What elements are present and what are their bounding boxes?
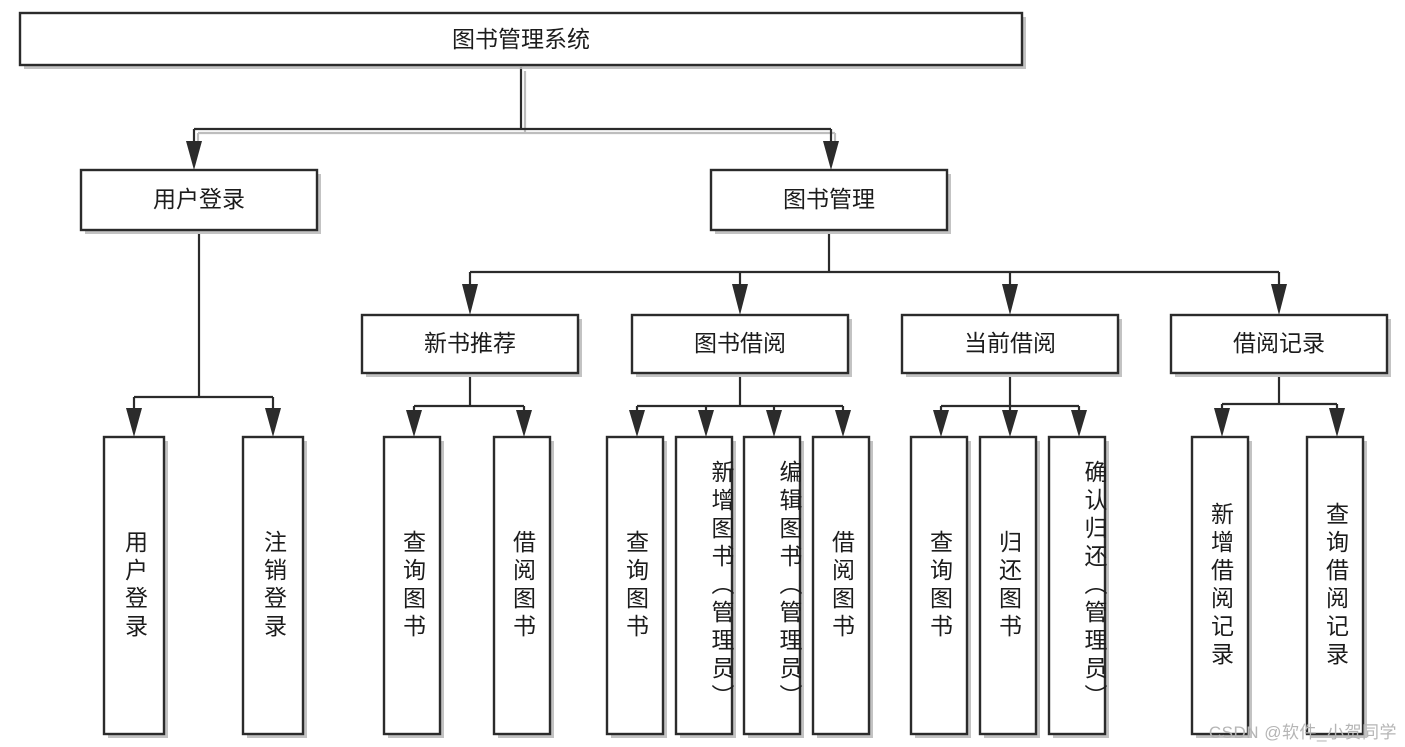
node-leaf-logout[interactable] xyxy=(241,435,307,738)
connector-borrowrecord-to-leaves xyxy=(1214,377,1345,437)
node-leaf-query-book-3[interactable] xyxy=(909,435,971,738)
node-book-borrow-label: 图书借阅 xyxy=(694,330,786,356)
csdn-watermark: CSDN @软件_小贺同学 xyxy=(1208,723,1397,742)
node-new-book-recommend-label: 新书推荐 xyxy=(424,330,516,356)
node-current-borrow-label: 当前借阅 xyxy=(964,330,1056,356)
node-book-borrow[interactable]: 图书借阅 xyxy=(630,313,852,377)
node-leaf-return-book[interactable] xyxy=(978,435,1040,738)
connector-currentborrow-to-leaves xyxy=(933,377,1087,437)
node-book-management-label: 图书管理 xyxy=(783,186,875,212)
node-layer: 图书管理系统 用户登录 图书管理 新书推荐 xyxy=(18,11,1391,738)
connector-root-to-level1 xyxy=(186,67,839,170)
node-borrow-record[interactable]: 借阅记录 xyxy=(1169,313,1391,377)
node-leaf-add-book[interactable] xyxy=(674,435,736,738)
node-leaf-query-book-2[interactable] xyxy=(605,435,667,738)
node-leaf-borrow-book-2[interactable] xyxy=(811,435,873,738)
connector-layer xyxy=(126,67,1345,437)
node-user-login-label: 用户登录 xyxy=(153,186,245,212)
connector-userlogin-to-leaves xyxy=(126,234,281,437)
node-root-label: 图书管理系统 xyxy=(452,26,590,52)
node-leaf-user-login[interactable] xyxy=(102,435,168,738)
connector-bookborrow-to-leaves xyxy=(629,377,851,437)
node-leaf-add-record[interactable] xyxy=(1190,435,1252,738)
connector-newbook-to-leaves xyxy=(406,377,532,437)
node-user-login[interactable]: 用户登录 xyxy=(79,168,321,234)
node-book-management[interactable]: 图书管理 xyxy=(709,168,951,234)
connector-bookmgmt-to-level2 xyxy=(462,234,1287,315)
node-leaf-confirm-return[interactable] xyxy=(1047,435,1109,738)
node-borrow-record-label: 借阅记录 xyxy=(1233,330,1325,356)
node-leaf-query-book-1[interactable] xyxy=(382,435,444,738)
node-current-borrow[interactable]: 当前借阅 xyxy=(900,313,1122,377)
node-new-book-recommend[interactable]: 新书推荐 xyxy=(360,313,582,377)
node-leaf-query-record[interactable] xyxy=(1305,435,1367,738)
node-leaf-borrow-book-1[interactable] xyxy=(492,435,554,738)
node-root[interactable]: 图书管理系统 xyxy=(18,11,1026,69)
node-leaf-edit-book[interactable] xyxy=(742,435,804,738)
